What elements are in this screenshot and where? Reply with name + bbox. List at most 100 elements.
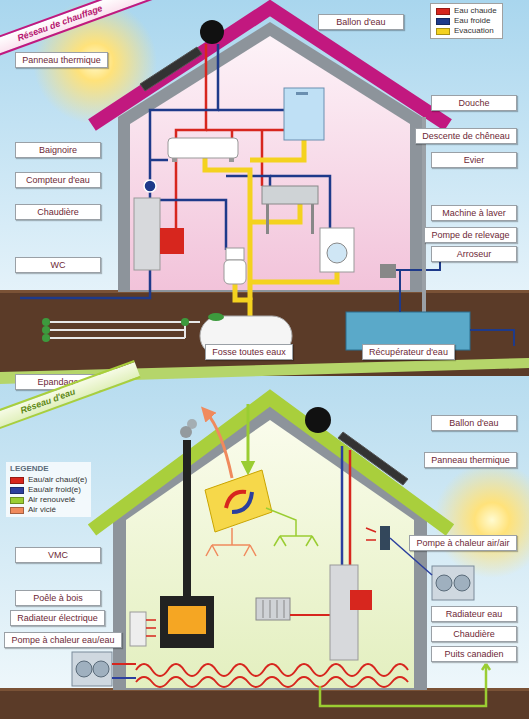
boiler — [330, 565, 372, 660]
water-radiator — [256, 598, 290, 620]
cold-water-pipes — [150, 44, 218, 180]
label-box: Compteur d'eau — [15, 172, 101, 188]
solar-panel — [140, 47, 202, 91]
washing-machine — [327, 243, 347, 263]
legend-swatch — [10, 507, 24, 514]
wood-stove — [160, 596, 214, 648]
water-tank — [200, 20, 224, 44]
label-text: Machine à laver — [442, 207, 506, 219]
label-box: Chaudière — [15, 204, 101, 220]
drain-pipes — [250, 272, 337, 282]
label-text: Radiateur électrique — [17, 612, 98, 624]
water-tank — [305, 407, 331, 433]
label-text: Ballon d'eau — [449, 417, 498, 429]
shower — [284, 88, 324, 140]
legend-text: Eau froide — [454, 16, 490, 26]
label-text: Descente de chêneau — [422, 130, 510, 142]
label-box: Evier — [431, 152, 517, 168]
shower — [284, 88, 324, 140]
label-text: VMC — [48, 549, 68, 561]
drain-pipes — [205, 140, 337, 318]
water-heat-pump — [72, 652, 112, 686]
electric-radiator — [130, 612, 146, 646]
bottom-house — [113, 405, 427, 690]
rain-tank — [346, 270, 514, 350]
label-text: Arroseur — [457, 248, 492, 260]
legend-text: Eau chaude — [454, 6, 497, 16]
legend-text: Eau/air chaud(e) — [28, 475, 87, 485]
floor-heating — [136, 677, 408, 687]
electric-radiator — [130, 612, 156, 646]
toilet — [224, 248, 246, 284]
label-text: WC — [51, 259, 66, 271]
vmc-unit — [205, 470, 272, 532]
electric-radiator — [146, 620, 156, 636]
lift-pump — [380, 264, 396, 278]
vmc-ducts — [212, 528, 250, 545]
stove-pipe — [183, 440, 191, 598]
drain-field — [50, 321, 200, 323]
water-tank — [200, 20, 224, 44]
label-box: Descente de chêneau — [415, 128, 517, 144]
top-house — [118, 22, 422, 292]
legend-swatch — [10, 497, 24, 504]
vmc-unit — [205, 470, 272, 532]
air-arrows — [206, 412, 232, 478]
label-box: Pompe à chaleur eau/eau — [4, 632, 122, 648]
vmc-ducts — [274, 536, 318, 546]
label-text: Panneau thermique — [22, 54, 101, 66]
label-box: Poêle à bois — [15, 590, 101, 606]
boiler — [134, 198, 184, 270]
canadian-well — [320, 664, 490, 706]
bathtub — [172, 158, 177, 162]
label-text: Récupérateur d'eau — [369, 346, 448, 358]
legend-swatch — [10, 477, 24, 484]
label-box: Douche — [431, 95, 517, 111]
label-text: Douche — [458, 97, 489, 109]
label-box: Puits canadien — [431, 646, 517, 662]
air-heat-pump — [436, 575, 452, 591]
lift-pump — [380, 262, 440, 278]
label-box: Ballon d'eau — [318, 14, 404, 30]
septic-tank — [208, 313, 224, 321]
solar-panel — [338, 432, 408, 485]
air-heat-pump — [366, 528, 376, 540]
label-box: Chaudière — [431, 626, 517, 642]
boiler — [330, 565, 358, 660]
legend-panel: Eau chaudeEau froideEvacuation — [430, 3, 503, 39]
drain-caps — [42, 326, 50, 334]
air-arrows — [206, 404, 248, 478]
water-heat-pump — [76, 661, 92, 677]
floor-heating — [136, 664, 408, 687]
drain-pipes — [205, 158, 250, 300]
vmc-ducts — [266, 508, 312, 536]
drain-field — [50, 322, 200, 338]
downspout — [408, 117, 424, 318]
vmc-ducts — [206, 508, 318, 556]
bottom-house — [126, 420, 414, 688]
background — [0, 0, 529, 300]
solar-pipes — [341, 446, 344, 565]
water-heat-pump — [112, 677, 136, 679]
air-arrows — [247, 404, 250, 468]
label-box: WC — [15, 257, 101, 273]
legend-text: Air vicié — [28, 505, 56, 515]
air-heat-pump — [454, 575, 470, 591]
legend-item: Eau chaude — [436, 6, 497, 16]
drain-pipes — [250, 140, 304, 160]
drain-caps — [181, 318, 189, 326]
cold-water-pipes — [150, 159, 168, 162]
label-box: Pompe de relevage — [424, 227, 517, 243]
label-text: Pompe de relevage — [431, 229, 509, 241]
rain-tank — [470, 330, 514, 346]
label-text: Réseau d'eau — [19, 386, 77, 415]
vmc-unit — [226, 492, 246, 508]
toilet — [224, 260, 246, 284]
label-box: Baignoire — [15, 142, 101, 158]
label-text: Pompe à chaleur air/air — [416, 537, 509, 549]
water-meter — [144, 180, 156, 192]
legend-item: Air vicié — [10, 505, 87, 515]
top-house — [92, 8, 448, 125]
legend-item: Evacuation — [436, 26, 497, 36]
